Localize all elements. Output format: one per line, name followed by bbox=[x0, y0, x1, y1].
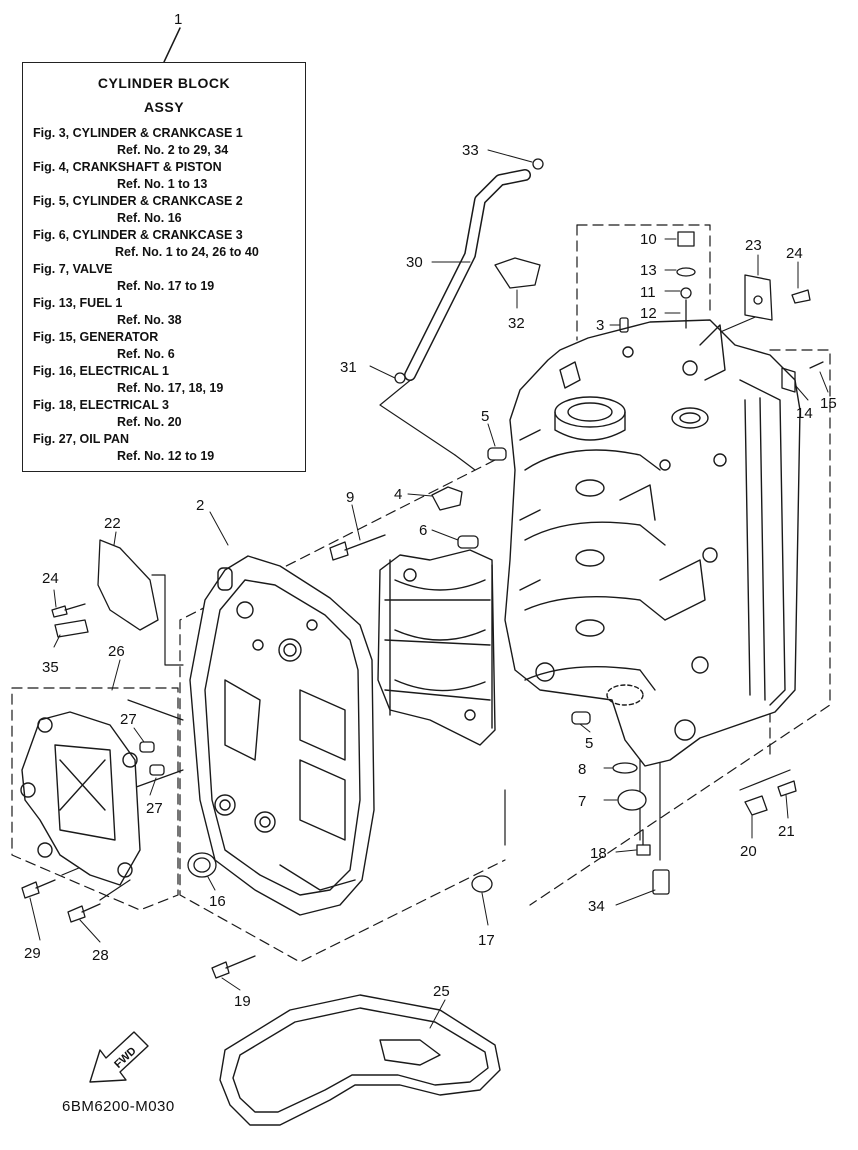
callout-7: 7 bbox=[578, 793, 586, 810]
callout-34: 34 bbox=[588, 898, 605, 915]
legend-entry-fig: Fig. 16, ELECTRICAL 1 bbox=[33, 364, 169, 378]
legend-entry-ref: Ref. No. 38 bbox=[117, 313, 182, 327]
callout-27-lower: 27 bbox=[146, 800, 163, 817]
bearing-housing bbox=[377, 549, 496, 746]
legend-entry-fig: Fig. 4, CRANKSHAFT & PISTON bbox=[33, 160, 222, 174]
legend-entry-fig: Fig. 6, CYLINDER & CRANKCASE 3 bbox=[33, 228, 243, 242]
callout-6: 6 bbox=[419, 522, 427, 539]
callout-11: 11 bbox=[640, 284, 656, 301]
cylinder-block bbox=[504, 319, 801, 767]
callout-1: 1 bbox=[174, 11, 182, 28]
callout-19: 19 bbox=[234, 993, 251, 1010]
callout-29: 29 bbox=[24, 945, 41, 962]
legend-entry-fig: Fig. 13, FUEL 1 bbox=[33, 296, 123, 310]
legend-entry-ref: Ref. No. 12 to 19 bbox=[117, 449, 215, 463]
callout-4: 4 bbox=[394, 486, 402, 503]
callout-3: 3 bbox=[596, 317, 604, 334]
dashed-outlines bbox=[11, 224, 831, 963]
callout-9: 9 bbox=[346, 489, 354, 506]
callout-15: 15 bbox=[820, 395, 837, 412]
callout-10: 10 bbox=[640, 231, 657, 248]
legend-entry-ref: Ref. No. 1 to 13 bbox=[117, 177, 208, 191]
callout-numbers: 1 2 3 4 5 5 6 7 8 9 10 11 12 13 14 15 16… bbox=[24, 11, 837, 1010]
callout-14: 14 bbox=[796, 405, 813, 422]
callout-leaders bbox=[29, 149, 829, 1029]
callout-2: 2 bbox=[196, 497, 204, 514]
gasket bbox=[219, 994, 501, 1126]
callout-12: 12 bbox=[640, 305, 657, 322]
callout-16: 16 bbox=[209, 893, 226, 910]
legend-entry-ref: Ref. No. 20 bbox=[117, 415, 182, 429]
fwd-arrow-icon: FWD bbox=[89, 1031, 149, 1083]
callout-35: 35 bbox=[42, 659, 59, 676]
leader-1 bbox=[163, 27, 181, 63]
small-parts bbox=[21, 158, 824, 979]
legend-entry-ref: Ref. No. 16 bbox=[117, 211, 182, 225]
callout-27-upper: 27 bbox=[120, 711, 137, 728]
callout-24-right: 24 bbox=[786, 245, 803, 262]
legend-entry-fig: Fig. 7, VALVE bbox=[33, 262, 113, 276]
assembly-legend: CYLINDER BLOCK ASSY Fig. 3, CYLINDER & C… bbox=[22, 62, 306, 472]
callout-30: 30 bbox=[406, 254, 423, 271]
legend-entry-ref: Ref. No. 2 to 29, 34 bbox=[117, 143, 229, 157]
legend-entry-ref: Ref. No. 17, 18, 19 bbox=[117, 381, 224, 395]
callout-17: 17 bbox=[478, 932, 495, 949]
callout-26: 26 bbox=[108, 643, 125, 660]
callout-33: 33 bbox=[462, 142, 479, 159]
legend-list: Fig. 3, CYLINDER & CRANKCASE 1 Ref. No. 2… bbox=[23, 125, 305, 465]
legend-entry-ref: Ref. No. 1 to 24, 26 to 40 bbox=[115, 245, 259, 259]
crankcase bbox=[189, 555, 375, 916]
callout-32: 32 bbox=[508, 315, 525, 332]
legend-entry-ref: Ref. No. 6 bbox=[117, 347, 175, 361]
legend-subtitle: ASSY bbox=[143, 99, 185, 115]
callout-20: 20 bbox=[740, 843, 757, 860]
legend-entry-fig: Fig. 18, ELECTRICAL 3 bbox=[33, 398, 169, 412]
legend-entry-fig: Fig. 15, GENERATOR bbox=[33, 330, 159, 344]
legend-entry-fig: Fig. 27, OIL PAN bbox=[33, 432, 130, 446]
callout-21: 21 bbox=[778, 823, 795, 840]
callout-28: 28 bbox=[92, 947, 109, 964]
diagram-code: 6BM6200-M030 bbox=[62, 1098, 175, 1115]
callout-13: 13 bbox=[640, 262, 657, 279]
legend-entry-ref: Ref. No. 17 to 19 bbox=[117, 279, 215, 293]
legend-title: CYLINDER BLOCK bbox=[97, 75, 231, 91]
callout-25: 25 bbox=[433, 983, 450, 1000]
callout-23: 23 bbox=[745, 237, 762, 254]
callout-18: 18 bbox=[590, 845, 607, 862]
legend-entry-fig: Fig. 3, CYLINDER & CRANKCASE 1 bbox=[33, 126, 243, 140]
callout-22: 22 bbox=[104, 515, 121, 532]
callout-8: 8 bbox=[578, 761, 586, 778]
legend-entry-fig: Fig. 5, CYLINDER & CRANKCASE 2 bbox=[33, 194, 243, 208]
callout-5-upper: 5 bbox=[481, 408, 489, 425]
callout-24-left: 24 bbox=[42, 570, 59, 587]
cover-plate bbox=[20, 711, 141, 886]
callout-5-lower: 5 bbox=[585, 735, 593, 752]
callout-31: 31 bbox=[340, 359, 357, 376]
